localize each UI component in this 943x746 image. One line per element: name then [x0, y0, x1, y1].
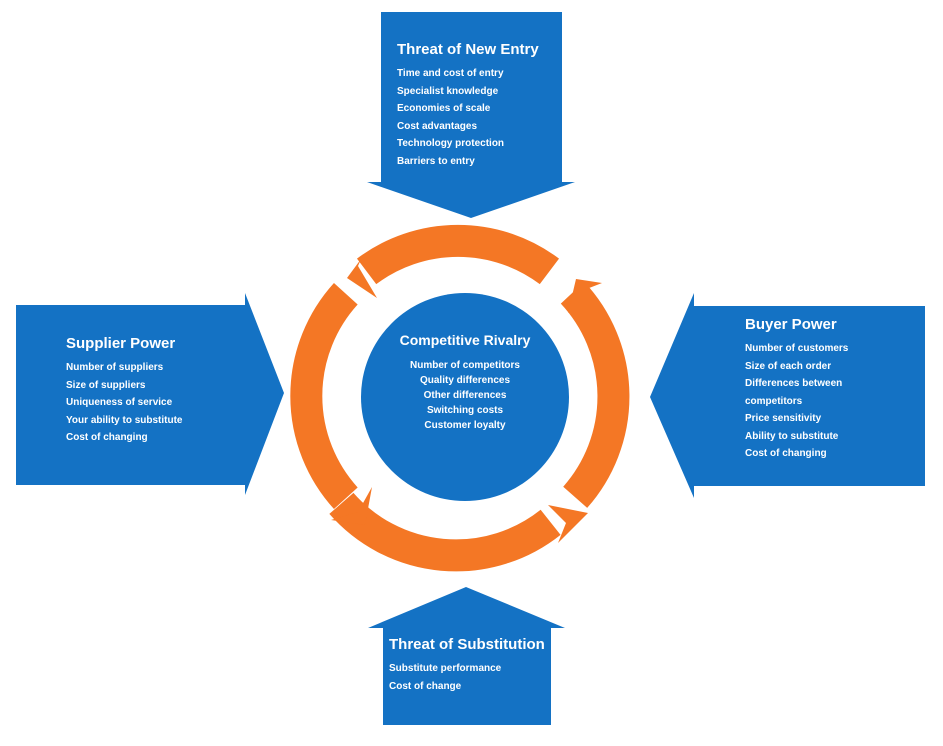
new-entry-item: Economies of scale [397, 103, 491, 114]
supplier-item: Number of suppliers [66, 362, 164, 373]
substitution-item: Substitute performance [389, 663, 502, 674]
buyer-item: Differences between competitors [745, 378, 843, 407]
rivalry-item: Customer loyalty [424, 420, 506, 431]
new-entry-list: Time and cost of entry Specialist knowle… [397, 65, 539, 170]
supplier-arrow [16, 293, 284, 495]
buyer-item: Cost of changing [745, 448, 827, 459]
buyer-arrow [650, 293, 925, 498]
new-entry-item: Barriers to entry [397, 155, 475, 167]
cycle-arrowheads [331, 259, 602, 543]
rivalry-circle [361, 293, 569, 501]
rivalry-cycle [290, 224, 630, 572]
supplier-box: Supplier Power Number of suppliers Size … [66, 335, 182, 447]
cycle-arc-right [560, 281, 630, 508]
substitution-title: Threat of Substitution [389, 636, 545, 653]
rivalry-list: Number of competitors Quality difference… [373, 358, 557, 433]
substitution-item: Cost of change [389, 680, 462, 692]
supplier-title: Supplier Power [66, 335, 176, 352]
new-entry-title: Threat of New Entry [397, 41, 539, 58]
rivalry-title: Competitive Rivalry [399, 332, 531, 348]
buyer-box: Buyer Power Number of customers Size of … [745, 316, 895, 463]
new-entry-box: Threat of New Entry Time and cost of ent… [397, 41, 539, 170]
cycle-arrowhead-bottom-right [548, 505, 588, 543]
substitution-box: Threat of Substitution Substitute perfor… [389, 636, 545, 695]
buyer-item: Ability to substitute [745, 430, 839, 442]
cycle-arc-left [290, 283, 358, 509]
supplier-list: Number of suppliers Size of suppliers Un… [66, 359, 182, 447]
rivalry-box: Competitive Rivalry Number of competitor… [373, 333, 557, 433]
substitution-arrow [368, 587, 565, 725]
buyer-title: Buyer Power [745, 316, 837, 333]
new-entry-item: Specialist knowledge [397, 85, 499, 97]
buyer-item: Price sensitivity [745, 413, 822, 424]
new-entry-item: Technology protection [397, 138, 505, 149]
cycle-arc-bottom [329, 492, 561, 572]
supplier-item: Your ability to substitute [66, 414, 183, 426]
rivalry-item: Other differences [423, 390, 507, 401]
rivalry-item: Number of competitors [409, 360, 520, 371]
supplier-item: Uniqueness of service [66, 397, 173, 408]
new-entry-arrow [367, 12, 575, 218]
rivalry-item: Switching costs [426, 405, 504, 416]
cycle-arc-top [356, 224, 560, 285]
cycle-arrowhead-left [347, 259, 377, 298]
supplier-item: Cost of changing [66, 432, 148, 443]
buyer-item: Number of customers [745, 343, 849, 354]
new-entry-item: Cost advantages [397, 120, 478, 132]
substitution-list: Substitute performance Cost of change [389, 660, 545, 695]
cycle-arrowhead-bottom-left [331, 487, 372, 525]
buyer-list: Number of customers Size of each order D… [745, 340, 895, 463]
supplier-item: Size of suppliers [66, 379, 146, 391]
buyer-item: Size of each order [745, 360, 832, 372]
cycle-arrowhead-top-right [568, 279, 602, 313]
new-entry-item: Time and cost of entry [397, 68, 504, 79]
rivalry-item: Quality differences [419, 375, 511, 386]
